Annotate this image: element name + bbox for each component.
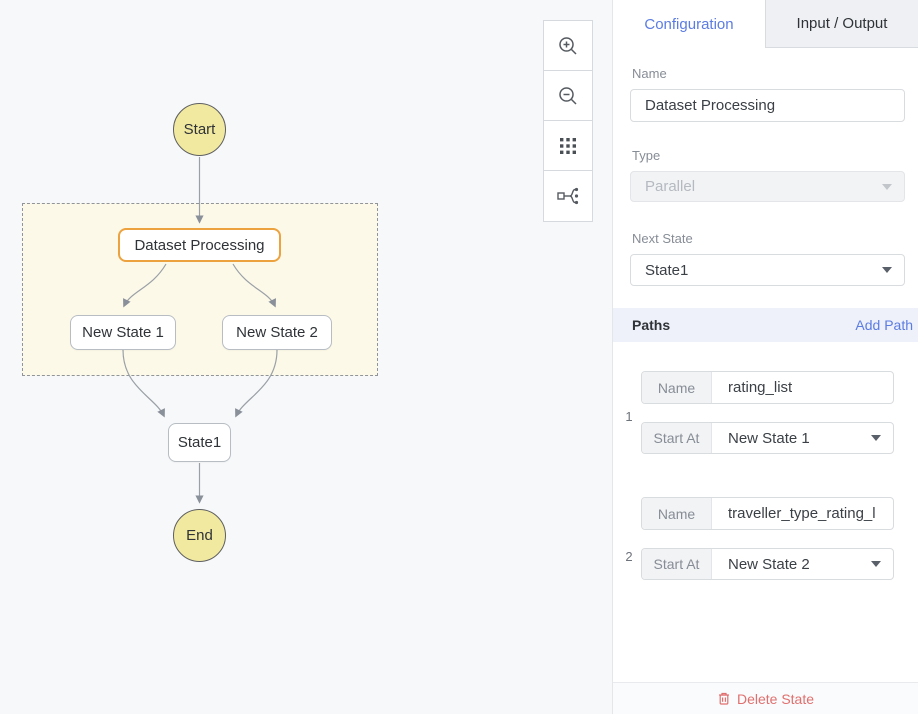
auto-layout-icon [556, 185, 580, 207]
edge-layer [122, 157, 278, 504]
add-path-link[interactable]: Add Path [855, 317, 913, 333]
next-state-select-value: State1 [645, 261, 689, 279]
paths-section-header: Paths Add Path [613, 308, 918, 342]
path-name-prefix: Name [642, 498, 712, 529]
diagram-canvas[interactable]: Start Dataset Processing New State 1 New… [0, 0, 613, 714]
zoom-out-button[interactable] [544, 71, 592, 121]
name-input[interactable]: Dataset Processing [630, 89, 905, 122]
chevron-down-icon [871, 561, 881, 567]
path-start-at-value: New State 1 [728, 429, 810, 447]
edge-dataset-to-ns1 [123, 263, 167, 308]
canvas-toolbar [543, 20, 593, 222]
chevron-down-icon [882, 267, 892, 273]
path-index: 1 [625, 409, 633, 424]
node-dataset-processing[interactable]: Dataset Processing [118, 228, 281, 262]
tab-configuration[interactable]: Configuration [613, 0, 765, 48]
path-name-input[interactable]: Name rating_list [641, 371, 894, 404]
grid-toggle-button[interactable] [544, 121, 592, 171]
zoom-out-icon [557, 85, 579, 107]
type-select-value: Parallel [645, 178, 696, 195]
edge-ns2-to-state1 [235, 349, 278, 418]
delete-state-button[interactable]: Delete State [717, 691, 814, 707]
path-name-value: rating_list [728, 379, 793, 396]
path-name-value: traveller_type_rating_l [728, 505, 876, 522]
edge-dataset-to-ns2 [232, 263, 276, 308]
zoom-in-button[interactable] [544, 21, 592, 71]
chevron-down-icon [882, 183, 892, 190]
path-start-at-select[interactable]: Start At New State 1 [641, 422, 894, 454]
node-start[interactable]: Start [173, 103, 226, 156]
type-select: Parallel [630, 171, 905, 202]
trash-icon [717, 691, 731, 706]
edge-ns1-to-state1 [122, 349, 165, 418]
path-row: 2 Name traveller_type_rating_l Start At … [613, 497, 918, 580]
tab-input-output[interactable]: Input / Output [765, 0, 918, 48]
name-input-value: Dataset Processing [645, 97, 776, 114]
auto-layout-button[interactable] [544, 171, 592, 221]
chevron-down-icon [871, 435, 881, 441]
path-start-at-prefix: Start At [642, 549, 712, 579]
path-row: 1 Name rating_list Start At New State 1 [613, 371, 918, 454]
path-start-at-select[interactable]: Start At New State 2 [641, 548, 894, 580]
path-name-prefix: Name [642, 372, 712, 403]
panel-footer: Delete State [613, 682, 918, 714]
path-start-at-prefix: Start At [642, 423, 712, 453]
node-state1[interactable]: State1 [168, 423, 231, 462]
node-end[interactable]: End [173, 509, 226, 562]
path-index: 2 [625, 549, 633, 564]
path-start-at-value: New State 2 [728, 555, 810, 573]
node-new-state-2[interactable]: New State 2 [222, 315, 332, 350]
grid-icon [558, 136, 578, 156]
zoom-in-icon [557, 35, 579, 57]
name-label: Name [632, 66, 667, 81]
type-label: Type [632, 148, 661, 163]
node-new-state-1[interactable]: New State 1 [70, 315, 176, 350]
paths-title: Paths [632, 317, 671, 333]
delete-state-label: Delete State [736, 690, 815, 707]
path-name-input[interactable]: Name traveller_type_rating_l [641, 497, 894, 530]
next-state-label: Next State [632, 231, 693, 246]
next-state-select[interactable]: State1 [630, 254, 905, 286]
state-config-panel: Configuration Input / Output Name Datase… [613, 0, 918, 714]
panel-tabs: Configuration Input / Output [613, 0, 918, 48]
